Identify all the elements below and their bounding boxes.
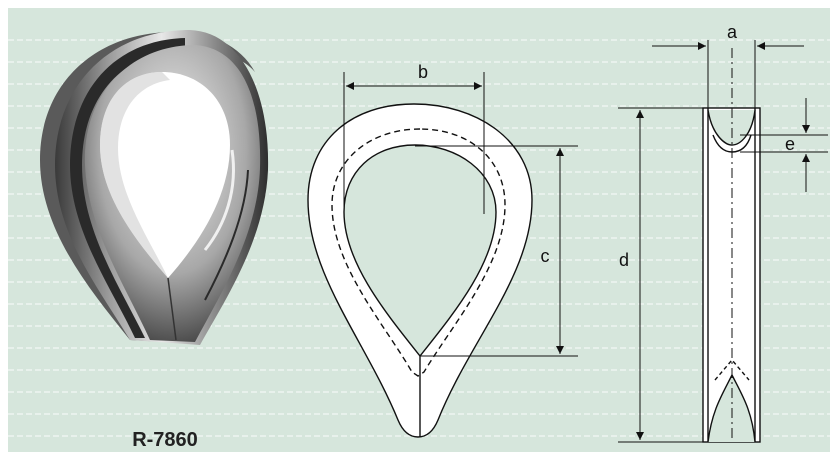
dimension-d bbox=[618, 107, 703, 443]
dimension-c-label: c bbox=[541, 246, 550, 266]
dimension-d-label: d bbox=[619, 250, 629, 270]
dimension-a-label: a bbox=[727, 22, 738, 42]
product-code: R-7860 bbox=[132, 429, 198, 451]
dimension-e bbox=[740, 98, 828, 192]
dimension-e-label: e bbox=[785, 134, 795, 154]
dimension-a bbox=[652, 40, 804, 108]
thimble-front-view bbox=[307, 103, 533, 438]
dimension-b-label: b bbox=[418, 62, 428, 82]
thimble-side-view bbox=[702, 48, 761, 443]
thimble-photo bbox=[40, 30, 269, 345]
dimension-b bbox=[343, 72, 485, 214]
dimension-c bbox=[415, 145, 578, 357]
